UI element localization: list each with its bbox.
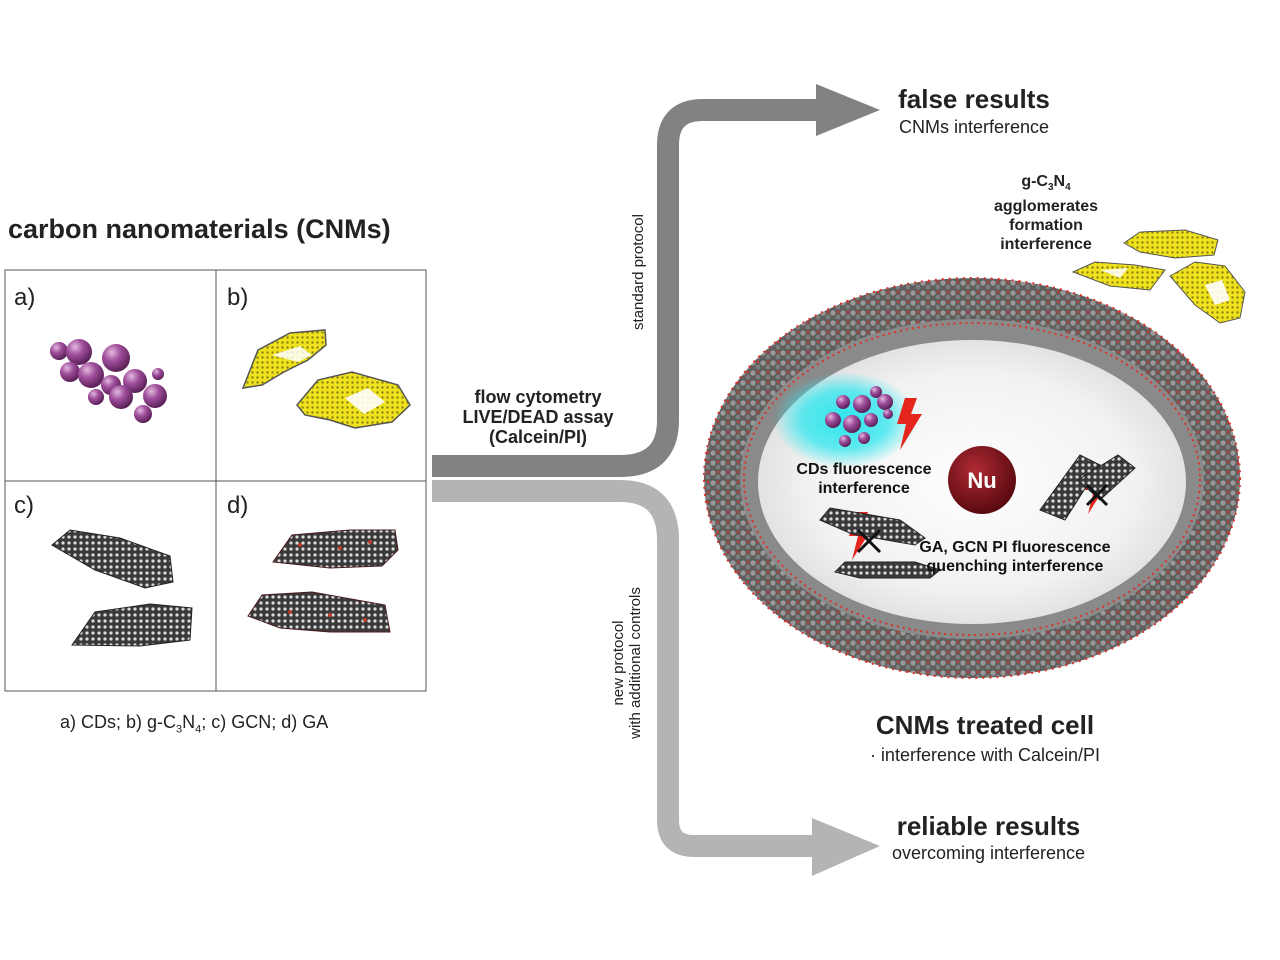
agglomerates-label: g-C3N4 agglomerates formation interferen… bbox=[966, 172, 1126, 254]
standard-protocol-label: standard protocol bbox=[630, 214, 647, 330]
new-protocol-arrow bbox=[432, 480, 880, 876]
assay-line-1: flow cytometry bbox=[474, 387, 602, 407]
assay-line-3: (Calcein/PI) bbox=[488, 427, 588, 447]
nucleus-label: Nu bbox=[967, 468, 997, 493]
gc3n4-sheets bbox=[241, 329, 411, 429]
treated-cell-subtitle: · interference with Calcein/PI bbox=[869, 745, 1101, 765]
cds-interference-label: CDs fluorescence interference bbox=[774, 460, 954, 498]
assay-label: flow cytometry LIVE/DEAD assay (Calcein/… bbox=[438, 387, 638, 447]
quenching-line-2: quenching interference bbox=[926, 558, 1104, 575]
materials-caption: a) CDs; b) g-C3N4; c) GCN; d) GA bbox=[60, 712, 329, 736]
treated-cell-title: CNMs treated cell bbox=[875, 710, 1095, 740]
new-protocol-line-2: with additional controls bbox=[627, 587, 644, 739]
agglomerates-line-4: interference bbox=[1000, 236, 1092, 254]
agglomerates-sheets bbox=[1071, 229, 1246, 324]
new-protocol-line-1: new protocol bbox=[610, 620, 627, 706]
cds-interference-line-1: CDs fluorescence bbox=[796, 461, 932, 478]
quenching-line-1: GA, GCN PI fluorescence bbox=[919, 539, 1111, 556]
agglomerates-line-1: g-C3N4 bbox=[1021, 173, 1071, 194]
cds-interference-line-2: interference bbox=[818, 480, 910, 497]
false-results-subtitle: CNMs interference bbox=[898, 117, 1050, 137]
reliable-results-subtitle: overcoming interference bbox=[891, 843, 1086, 863]
ga-sheets bbox=[247, 529, 399, 633]
panel-b-label: b) bbox=[227, 284, 249, 311]
cnms-title: carbon nanomaterials (CNMs) bbox=[8, 214, 391, 244]
standard-protocol-arrow bbox=[432, 84, 880, 477]
new-protocol-label: new protocol with additional controls bbox=[610, 558, 644, 768]
cds-in-cell bbox=[773, 372, 917, 468]
false-results-title: false results bbox=[898, 84, 1050, 114]
panel-d-label: d) bbox=[227, 492, 249, 519]
quenching-interference-label: GA, GCN PI fluorescence quenching interf… bbox=[890, 538, 1140, 576]
panel-c-label: c) bbox=[14, 492, 34, 519]
reliable-results-title: reliable results bbox=[896, 811, 1081, 841]
agglomerates-line-2: agglomerates bbox=[993, 198, 1099, 216]
nucleus bbox=[948, 446, 1016, 514]
panel-a-label: a) bbox=[14, 284, 36, 311]
agglomerates-line-3: formation bbox=[1009, 217, 1083, 235]
cds-spheres bbox=[50, 339, 167, 423]
assay-line-2: LIVE/DEAD assay bbox=[462, 407, 614, 427]
quenching-sheets bbox=[819, 454, 1136, 579]
gcn-sheets bbox=[51, 529, 193, 647]
